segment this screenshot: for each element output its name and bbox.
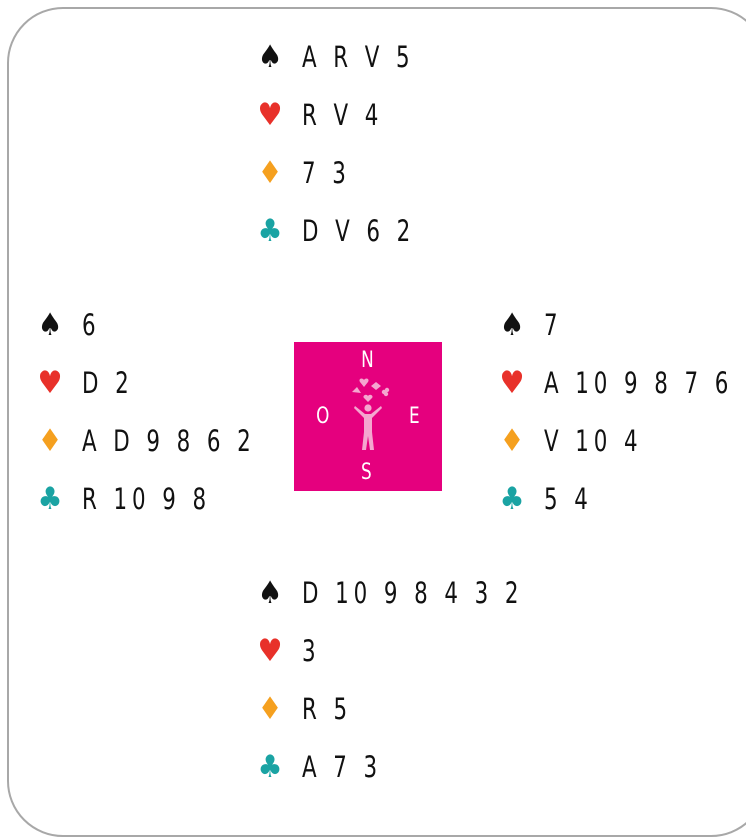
west-hearts-row: ♥ D 2: [32, 366, 145, 400]
spade-icon: ♠: [252, 42, 288, 73]
south-clubs-row: ♣ A 7 3: [252, 750, 400, 784]
heart-icon: ♥: [252, 636, 288, 667]
compass-east: E: [409, 404, 420, 429]
south-diamonds: R 5: [302, 692, 352, 726]
west-clubs: R 10 9 8: [82, 482, 211, 516]
heart-icon: ♥: [32, 368, 68, 399]
spade-icon: ♠: [32, 310, 68, 341]
north-spades: A R V 5: [302, 40, 415, 74]
diamond-icon: ♦: [32, 426, 68, 457]
compass-box: N S O E: [294, 342, 442, 491]
south-diamonds-row: ♦ R 5: [252, 692, 363, 726]
south-clubs: A 7 3: [302, 750, 382, 784]
west-diamonds: A D 9 8 6 2: [82, 424, 256, 458]
compass-south: S: [361, 460, 372, 485]
east-diamonds: V 10 4: [544, 424, 643, 458]
compass-west: O: [316, 404, 329, 429]
north-hearts-row: ♥ R V 4: [252, 98, 401, 132]
west-spades-row: ♠ 6: [32, 308, 105, 342]
east-hearts: A 10 9 8 7 6 5: [544, 366, 746, 400]
east-clubs-row: ♣ 5 4: [494, 482, 603, 516]
east-diamonds-row: ♦ V 10 4: [494, 424, 664, 458]
heart-icon: ♥: [252, 100, 288, 131]
south-spades: D 10 9 8 4 3 2: [302, 576, 523, 610]
spade-icon: ♠: [494, 310, 530, 341]
club-icon: ♣: [494, 484, 530, 515]
juggler-icon: [338, 370, 398, 460]
north-clubs: D V 6 2: [302, 214, 415, 248]
north-clubs-row: ♣ D V 6 2: [252, 214, 440, 248]
north-hearts: R V 4: [302, 98, 383, 132]
east-clubs: 5 4: [544, 482, 593, 516]
south-spades-row: ♠ D 10 9 8 4 3 2: [252, 576, 572, 610]
diamond-icon: ♦: [494, 426, 530, 457]
east-hearts-row: ♥ A 10 9 8 7 6 5: [494, 366, 746, 400]
club-icon: ♣: [32, 484, 68, 515]
west-spades: 6: [82, 308, 101, 342]
club-icon: ♣: [252, 752, 288, 783]
diamond-icon: ♦: [252, 158, 288, 189]
heart-icon: ♥: [494, 368, 530, 399]
west-diamonds-row: ♦ A D 9 8 6 2: [32, 424, 294, 458]
south-hearts: 3: [302, 634, 321, 668]
north-spades-row: ♠ A R V 5: [252, 40, 439, 74]
east-spades-row: ♠ 7: [494, 308, 567, 342]
club-icon: ♣: [252, 216, 288, 247]
west-clubs-row: ♣ R 10 9 8: [32, 482, 239, 516]
north-diamonds-row: ♦ 7 3: [252, 156, 361, 190]
north-diamonds: 7 3: [302, 156, 351, 190]
spade-icon: ♠: [252, 578, 288, 609]
west-hearts: D 2: [82, 366, 134, 400]
diamond-icon: ♦: [252, 694, 288, 725]
south-hearts-row: ♥ 3: [252, 634, 325, 668]
east-spades: 7: [544, 308, 563, 342]
